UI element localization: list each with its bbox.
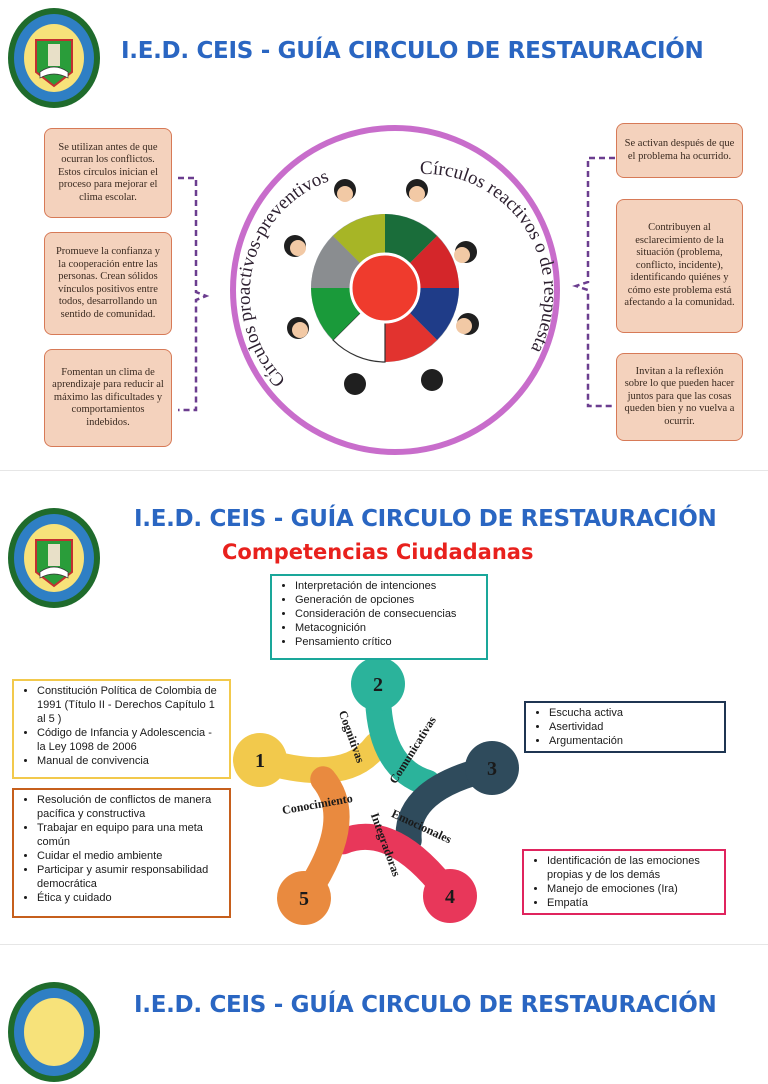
bullet-item: Empatía (547, 896, 718, 910)
box-emocionales: Identificación de las emociones propias … (522, 849, 726, 915)
bullet-item: Código de Infancia y Adolescencia - la L… (37, 726, 223, 754)
wheel-node (351, 660, 405, 711)
right-bracket (572, 156, 615, 408)
note-reactive-1: Se activan después de que el problema ha… (616, 123, 743, 178)
school-logo (8, 8, 100, 108)
bullet-item: Identificación de las emociones propias … (547, 854, 718, 882)
bullet-item: Generación de opciones (295, 593, 480, 607)
left-bracket (178, 176, 210, 412)
slide-separator (0, 944, 768, 972)
note-reactive-3: Invitan a la reflexión sobre lo que pued… (616, 353, 743, 441)
slide2-title: I.E.D. CEIS - GUÍA CIRCULO DE RESTAURACI… (134, 506, 717, 532)
wheel-node (233, 733, 287, 787)
note-proactive-1: Se utilizan antes de que ocurran los con… (44, 128, 172, 218)
wheel-number: 2 (373, 674, 383, 696)
box-integradoras: Resolución de conflictos de manera pacíf… (12, 788, 231, 918)
slide-third-partial: I.E.D. CEIS - GUÍA CIRCULO DE RESTAURACI… (0, 970, 768, 1082)
slide-competencias: I.E.D. CEIS - GUÍA CIRCULO DE RESTAURACI… (0, 496, 768, 944)
box-cognitivas: Interpretación de intencionesGeneración … (270, 574, 488, 660)
bullet-item: Argumentación (549, 734, 718, 748)
slide1-title: I.E.D. CEIS - GUÍA CIRCULO DE RESTAURACI… (121, 38, 704, 64)
wheel-node (423, 869, 477, 923)
bullet-item: Asertividad (549, 720, 718, 734)
bullet-item: Ética y cuidado (37, 891, 223, 905)
slide2-subtitle: Competencias Ciudadanas (222, 540, 534, 564)
bullet-item: Cuidar el medio ambiente (37, 849, 223, 863)
wheel-number: 5 (299, 888, 309, 910)
bullet-item: Manual de convivencia (37, 754, 223, 768)
box-conocimiento: Constitución Política de Colombia de 199… (12, 679, 231, 779)
note-proactive-3: Fomentan un clima de aprendizaje para re… (44, 349, 172, 447)
wheel-node (277, 871, 331, 925)
slide3-title: I.E.D. CEIS - GUÍA CIRCULO DE RESTAURACI… (134, 992, 717, 1018)
school-logo (8, 982, 100, 1082)
people-table-illustration (284, 179, 479, 395)
wheel-node (465, 741, 519, 795)
wheel-number: 4 (445, 886, 455, 908)
bullet-item: Consideración de consecuencias (295, 607, 480, 621)
note-reactive-2: Contribuyen al esclarecimiento de la sit… (616, 199, 743, 333)
bullet-item: Resolución de conflictos de manera pacíf… (37, 793, 223, 821)
bullet-item: Participar y asumir responsabilidad demo… (37, 863, 223, 891)
slide-circulos: I.E.D. CEIS - GUÍA CIRCULO DE RESTAURACI… (0, 0, 768, 470)
bullet-item: Escucha activa (549, 706, 718, 720)
bullet-item: Trabajar en equipo para una meta común (37, 821, 223, 849)
box-comunicativas: Escucha activaAsertividadArgumentación (524, 701, 726, 753)
slide-separator (0, 470, 768, 498)
bullet-item: Metacognición (295, 621, 480, 635)
school-logo (8, 508, 100, 608)
circle-diagram: Círculos proactivos-preventivos Círculos… (178, 125, 615, 455)
wheel-number: 3 (487, 758, 497, 780)
bullet-item: Interpretación de intenciones (295, 579, 480, 593)
wheel-number: 1 (255, 750, 265, 772)
bullet-item: Constitución Política de Colombia de 199… (37, 684, 223, 726)
note-proactive-2: Promueve la confianza y la cooperación e… (44, 232, 172, 335)
bullet-item: Pensamiento crítico (295, 635, 480, 649)
bullet-item: Manejo de emociones (Ira) (547, 882, 718, 896)
